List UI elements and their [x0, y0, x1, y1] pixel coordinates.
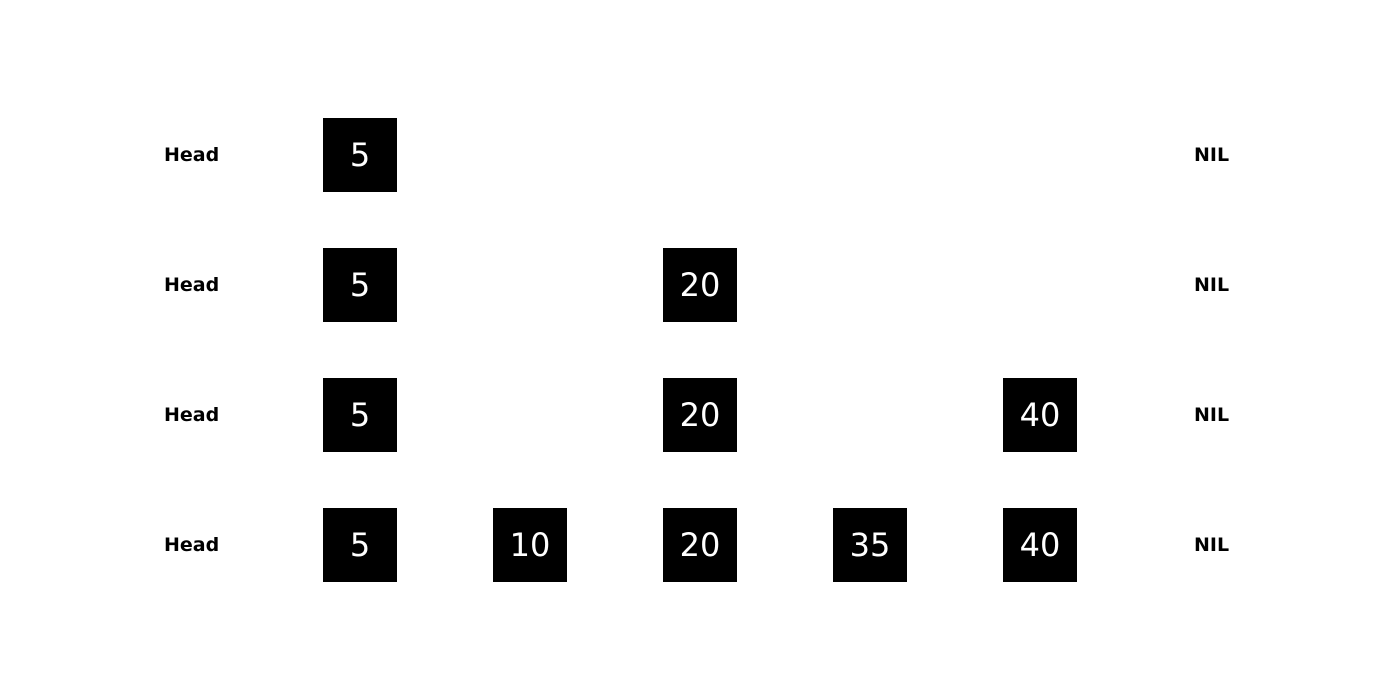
list-node: 20 [663, 248, 737, 322]
list-node: 40 [1003, 378, 1077, 452]
head-label: Head [164, 404, 220, 426]
head-label: Head [164, 144, 220, 166]
nil-label: NIL [1194, 404, 1230, 426]
list-node: 5 [323, 248, 397, 322]
nil-label: NIL [1194, 534, 1230, 556]
head-label: Head [164, 274, 220, 296]
head-label: Head [164, 534, 220, 556]
nil-label: NIL [1194, 144, 1230, 166]
list-node: 20 [663, 378, 737, 452]
skip-list-level: Head 5 20 NIL [0, 248, 1400, 322]
list-node: 10 [493, 508, 567, 582]
list-node: 5 [323, 118, 397, 192]
list-node: 5 [323, 508, 397, 582]
list-node: 5 [323, 378, 397, 452]
list-node: 40 [1003, 508, 1077, 582]
skip-list-level: Head 5 10 20 35 40 NIL [0, 508, 1400, 582]
nil-label: NIL [1194, 274, 1230, 296]
skip-list-level: Head 5 20 40 NIL [0, 378, 1400, 452]
list-node: 20 [663, 508, 737, 582]
list-node: 35 [833, 508, 907, 582]
skip-list-level: Head 5 NIL [0, 118, 1400, 192]
